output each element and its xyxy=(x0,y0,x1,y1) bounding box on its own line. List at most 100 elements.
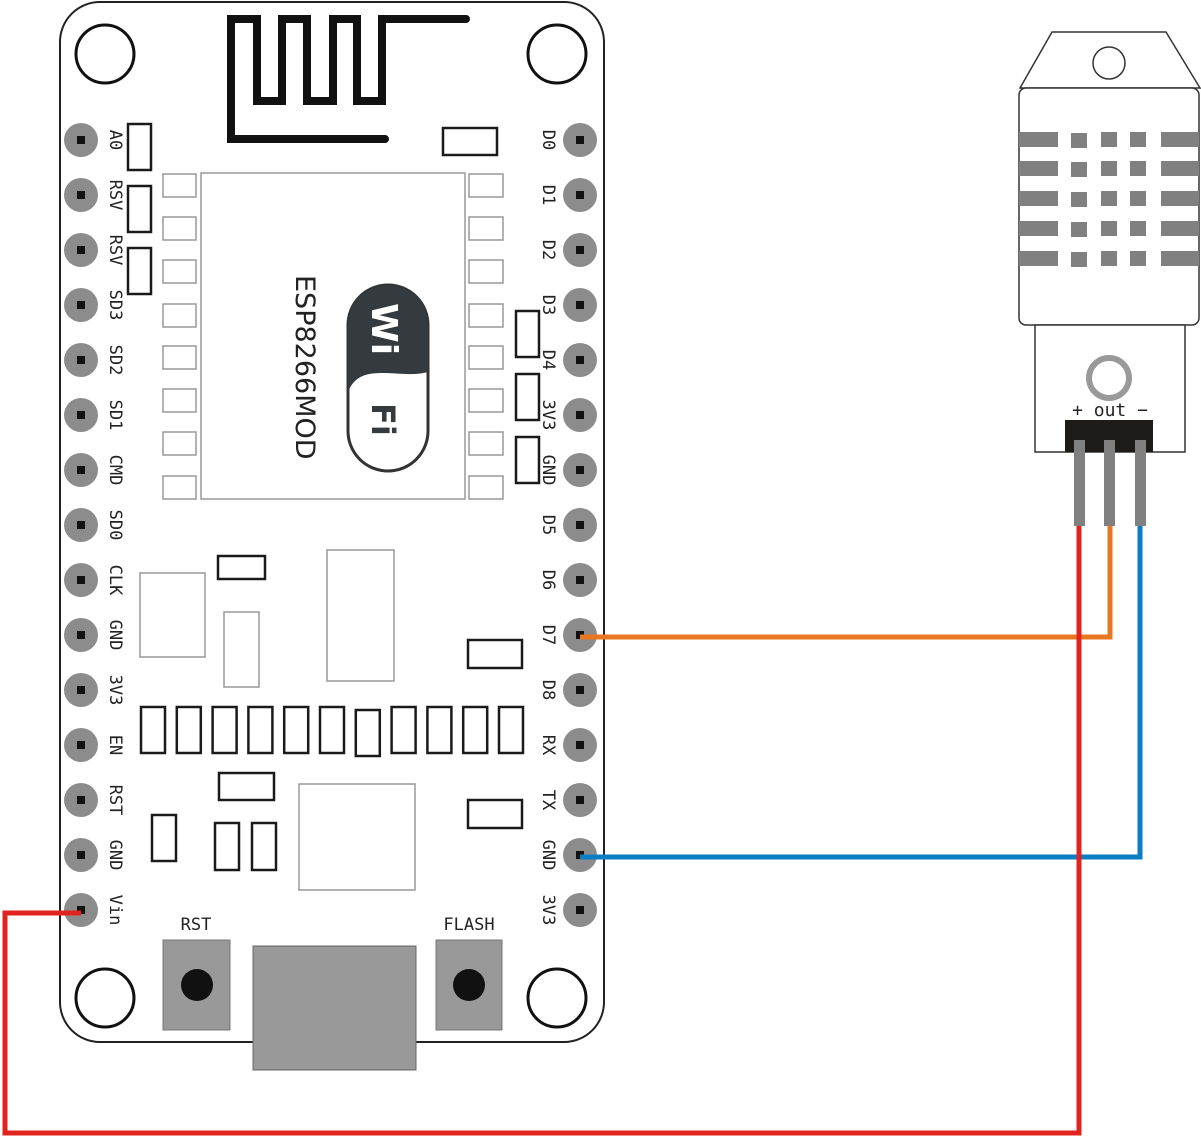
pin-label: GND xyxy=(105,840,125,871)
pin-hole xyxy=(77,521,85,529)
pin-right-d1[interactable]: D1 xyxy=(538,178,597,212)
jumper xyxy=(514,435,541,485)
smd-component xyxy=(466,638,524,670)
vent-square xyxy=(1101,132,1117,147)
vent-square xyxy=(1071,133,1087,148)
rst-label: RST xyxy=(181,915,212,935)
smd-component xyxy=(211,705,238,755)
sensor-pin-gnd xyxy=(1135,440,1146,526)
pin-right-d5[interactable]: D5 xyxy=(538,508,597,542)
smd-component xyxy=(247,705,274,755)
pin-left-gnd[interactable]: GND xyxy=(64,838,125,872)
pin-right-d3[interactable]: D3 xyxy=(538,288,597,322)
pin-left-rsv[interactable]: RSV xyxy=(64,178,125,212)
pin-label: 3V3 xyxy=(105,675,125,706)
pin-hole xyxy=(576,191,584,199)
pin-hole xyxy=(77,906,85,914)
pin-left-3v3[interactable]: 3V3 xyxy=(64,673,125,707)
module-pad xyxy=(468,475,504,500)
pin-hole xyxy=(77,411,85,419)
pin-left-rsv[interactable]: RSV xyxy=(64,233,125,267)
pin-hole xyxy=(576,136,584,144)
pin-right-3v3[interactable]: 3V3 xyxy=(538,893,597,927)
vent-square xyxy=(1071,222,1087,237)
pin-right-3v3[interactable]: 3V3 xyxy=(538,398,597,432)
smd-component xyxy=(466,798,524,830)
vent-square xyxy=(1130,221,1146,236)
smd-component xyxy=(250,821,278,872)
pin-left-sd0[interactable]: SD0 xyxy=(64,508,125,542)
pin-right-d8[interactable]: D8 xyxy=(538,673,597,707)
pin-hole xyxy=(77,741,85,749)
pin-label: GND xyxy=(538,455,558,486)
pin-label: SD3 xyxy=(105,290,125,321)
pin-left-a0[interactable]: A0 xyxy=(64,123,125,157)
vent-square xyxy=(1130,161,1146,176)
pin-label: D4 xyxy=(538,350,558,370)
pin-label: CMD xyxy=(105,455,125,486)
module-pad xyxy=(468,303,504,328)
pin-label: A0 xyxy=(105,130,125,150)
pin-label: D3 xyxy=(538,295,558,315)
pin-label: Vin xyxy=(105,895,125,926)
vent-bar xyxy=(1161,221,1199,236)
chip xyxy=(223,611,260,688)
vent-square xyxy=(1130,132,1146,147)
pin-left-cmd[interactable]: CMD xyxy=(64,453,125,487)
smd-component xyxy=(354,708,382,758)
chip xyxy=(326,549,395,682)
pin-left-sd2[interactable]: SD2 xyxy=(64,343,125,377)
sensor-body xyxy=(1018,87,1200,326)
pin-right-rx[interactable]: RX xyxy=(538,728,597,762)
vent-bar xyxy=(1019,191,1058,206)
smd-component xyxy=(441,126,499,157)
pin-left-clk[interactable]: CLK xyxy=(64,563,125,597)
rst-button[interactable] xyxy=(162,939,231,1031)
smd-row xyxy=(139,705,525,758)
pin-right-d0[interactable]: D0 xyxy=(538,123,597,157)
sensor-vents xyxy=(1019,132,1199,267)
smd-component xyxy=(213,821,241,872)
jumper xyxy=(126,184,153,234)
vent-bar xyxy=(1161,251,1199,266)
pin-right-gnd[interactable]: GND xyxy=(538,453,597,487)
pin-label: SD1 xyxy=(105,400,125,431)
sensor-mount-hole xyxy=(1086,355,1132,401)
pin-label: GND xyxy=(538,840,558,871)
pin-right-d2[interactable]: D2 xyxy=(538,233,597,267)
pin-hole xyxy=(77,191,85,199)
pin-left-sd1[interactable]: SD1 xyxy=(64,398,125,432)
pin-right-tx[interactable]: TX xyxy=(538,783,597,817)
jumper xyxy=(514,309,541,359)
vent-bar xyxy=(1161,132,1199,147)
vent-square xyxy=(1071,192,1087,207)
smd-component xyxy=(175,705,203,755)
pin-hole xyxy=(576,796,584,804)
pin-hole xyxy=(77,576,85,584)
pin-left-rst[interactable]: RST xyxy=(64,783,125,817)
pin-left-vin[interactable]: Vin xyxy=(64,893,125,927)
module-pad xyxy=(468,216,504,241)
vent-square xyxy=(1101,221,1117,236)
pin-left-sd3[interactable]: SD3 xyxy=(64,288,125,322)
pin-left-en[interactable]: EN xyxy=(64,728,125,762)
pin-hole xyxy=(77,796,85,804)
smd-component xyxy=(216,554,267,581)
wire-gnd xyxy=(580,526,1143,860)
pin-label: D2 xyxy=(538,240,558,260)
vent-bar xyxy=(1019,221,1058,236)
usb-chip xyxy=(298,783,416,891)
pin-left-gnd[interactable]: GND xyxy=(64,618,125,652)
flash-button[interactable] xyxy=(435,939,503,1031)
vent-bar xyxy=(1161,161,1199,176)
pin-right-d6[interactable]: D6 xyxy=(538,563,597,597)
pin-label: D8 xyxy=(538,680,558,700)
pin-right-d4[interactable]: D4 xyxy=(538,343,597,377)
module-pad xyxy=(162,475,197,500)
smd-component xyxy=(318,705,346,755)
module-pad xyxy=(162,345,197,370)
vent-square xyxy=(1071,252,1087,267)
pin-hole xyxy=(576,411,584,419)
wifi-logo: Wi Fi xyxy=(346,283,430,473)
